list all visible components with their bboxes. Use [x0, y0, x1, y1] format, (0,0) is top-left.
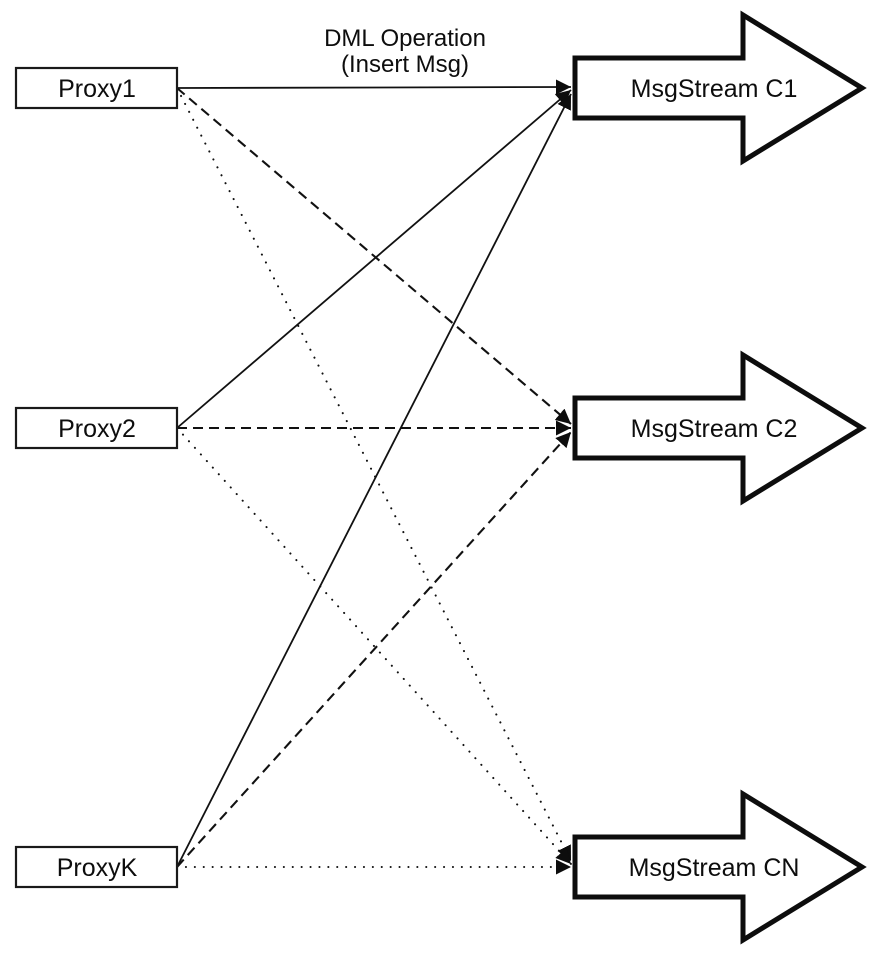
connection-proxy2-c1	[176, 89, 572, 429]
annotation-line2: (Insert Msg)	[341, 51, 469, 78]
msgstream-c2-label: MsgStream C2	[631, 415, 798, 443]
proxy1-box	[14, 66, 179, 110]
connection-proxy1-c1	[176, 79, 572, 95]
msgstream-cn-node: MsgStream CN	[572, 789, 867, 945]
msgstream-c1-node: MsgStream C1	[572, 10, 867, 166]
connection-proxy1-cn	[176, 87, 572, 862]
stream-arrows: MsgStream C1 MsgStream C2 MsgStream CN	[572, 10, 867, 945]
proxyk-node: ProxyK	[14, 845, 179, 889]
proxyk-box	[14, 845, 179, 889]
connections	[176, 79, 572, 875]
msgstream-cn-label: MsgStream CN	[629, 854, 800, 882]
connection-proxyk-c1	[176, 93, 572, 868]
proxyk-label: ProxyK	[57, 854, 138, 882]
annotation: DML Operation (Insert Msg)	[324, 25, 486, 78]
proxy2-node: Proxy2	[14, 406, 179, 450]
connection-proxy2-cn	[176, 427, 572, 865]
msgstream-c2-node: MsgStream C2	[572, 350, 867, 506]
msgstream-c1-arrow-shape	[572, 10, 867, 166]
msgstream-c1-label: MsgStream C1	[631, 75, 798, 103]
connection-proxyk-c2	[176, 431, 572, 868]
msgstream-c2-arrow-shape	[572, 350, 867, 506]
proxy2-label: Proxy2	[58, 415, 136, 443]
connection-proxy1-c2	[176, 87, 572, 425]
proxy1-label: Proxy1	[58, 75, 136, 103]
annotation-line1: DML Operation	[324, 25, 486, 52]
proxy1-node: Proxy1	[14, 66, 179, 110]
proxy2-box	[14, 406, 179, 450]
msgstream-cn-arrow-shape	[572, 789, 867, 945]
proxy-nodes: Proxy1 Proxy2 ProxyK	[14, 66, 179, 889]
